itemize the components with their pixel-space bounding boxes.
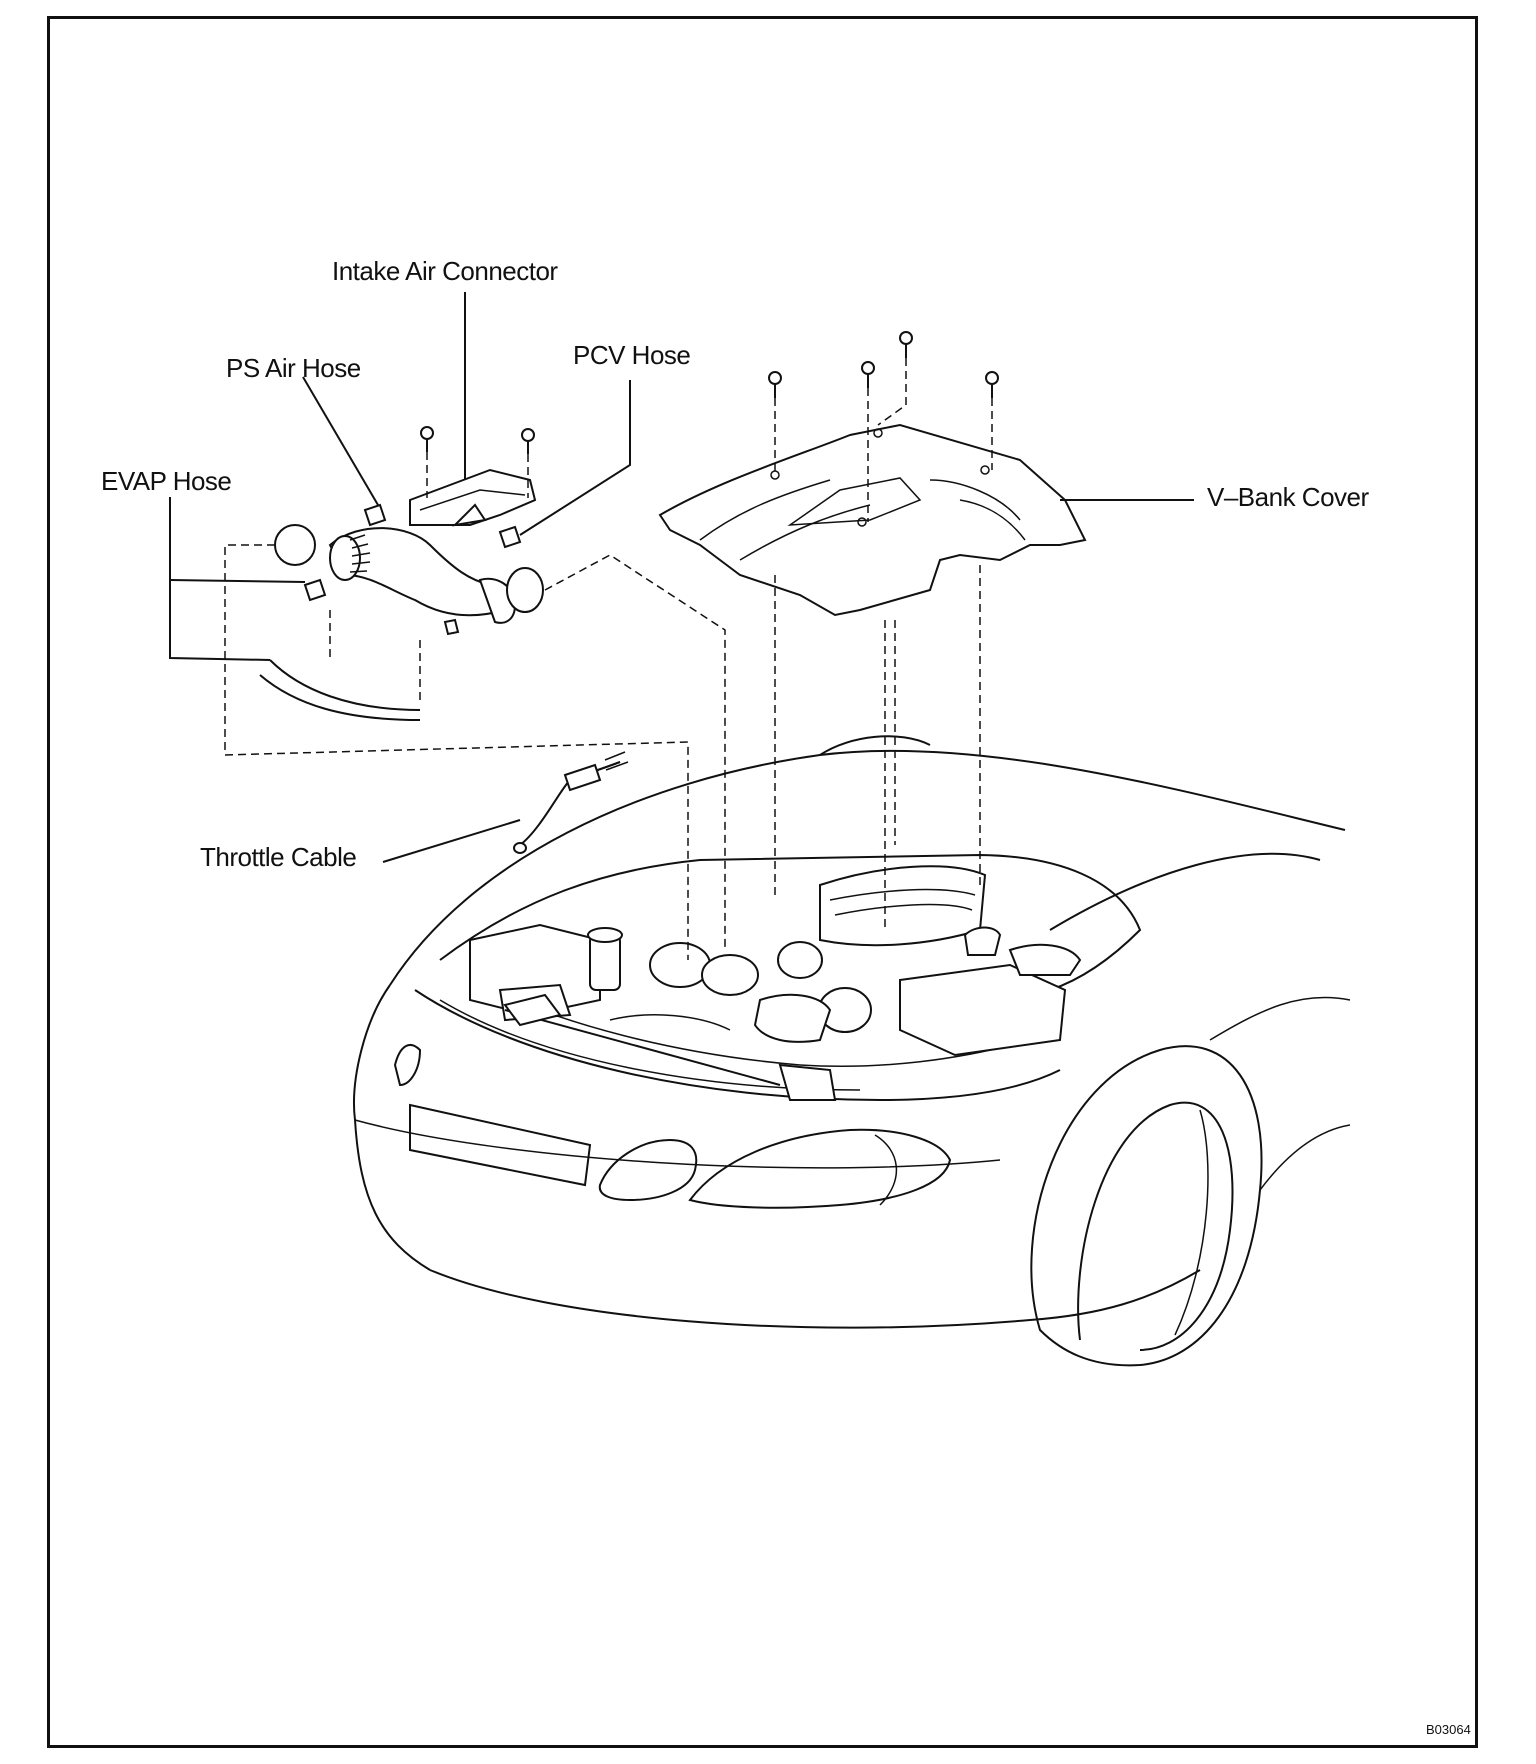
- v-bank-cover-part: [658, 423, 1087, 617]
- label-pcv-hose: PCV Hose: [573, 340, 691, 370]
- intake-air-connector-part: [274, 468, 544, 636]
- label-evap-hose: EVAP Hose: [101, 466, 232, 496]
- cover-bolts: [768, 331, 999, 398]
- leader-lines: [169, 292, 1194, 863]
- assembly-lines: [224, 358, 993, 960]
- diagram-frame: [47, 16, 1478, 1748]
- label-intake-air-connector: Intake Air Connector: [332, 256, 558, 286]
- bolt-icon: [420, 426, 434, 452]
- label-throttle-cable: Throttle Cable: [200, 842, 357, 872]
- engine-bay: [439, 853, 1142, 1101]
- throttle-cable-part: [513, 751, 629, 854]
- figure-id: B03064: [1426, 1722, 1471, 1737]
- bolt-icon: [985, 371, 999, 398]
- label-ps-air-hose: PS Air Hose: [226, 353, 361, 383]
- bolt-icon: [899, 331, 913, 358]
- bolt-icon: [861, 361, 875, 388]
- label-v-bank-cover: V–Bank Cover: [1207, 482, 1369, 512]
- evap-hose-part: [269, 659, 421, 711]
- car-body: [353, 735, 1351, 1367]
- bolt-icon: [521, 428, 535, 454]
- bolt-icon: [768, 371, 782, 398]
